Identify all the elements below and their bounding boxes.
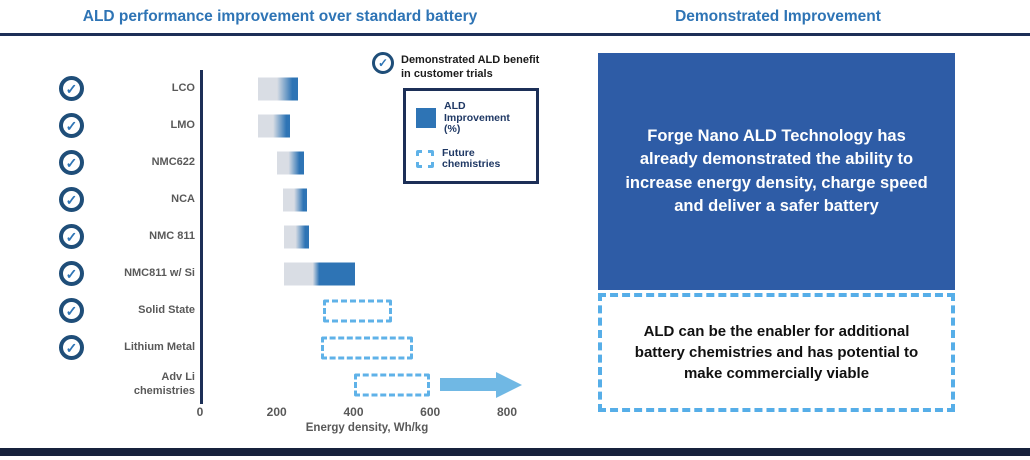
check-circle-icon: ✓: [372, 52, 394, 74]
legend-box: ALD Improvement (%) Future chemistries: [403, 88, 539, 184]
arrow-shaft: [440, 378, 497, 391]
future-potential-box: ALD can be the enabler for additional ba…: [598, 293, 955, 412]
check-circle-icon: ✓: [59, 261, 84, 286]
category-label: LCO: [171, 81, 195, 94]
check-cell: ✓: [0, 261, 84, 286]
category-label: NMC811 w/ Si: [124, 266, 195, 279]
summary-panel-header: Demonstrated Improvement: [560, 0, 1030, 36]
legend-note: ✓ Demonstrated ALD benefit in customer t…: [372, 52, 542, 82]
bar-cell: [200, 144, 530, 181]
category-label: NCA: [171, 192, 195, 205]
x-tick-label: 800: [496, 405, 518, 419]
x-tick-label: 400: [343, 405, 364, 419]
check-cell: ✓: [0, 224, 84, 249]
bar-cell: [200, 292, 530, 329]
bar-nmc622: [276, 151, 304, 174]
check-circle-icon: ✓: [59, 298, 84, 323]
bar-cell: [200, 181, 530, 218]
bar-cell: [200, 107, 530, 144]
check-cell: ✓: [0, 150, 84, 175]
bar-cell: [200, 329, 530, 366]
bar-nmc811-w-si: [284, 262, 356, 285]
check-cell: ✓: [0, 187, 84, 212]
bar-cell: [200, 366, 530, 403]
chart-title: ALD performance improvement over standar…: [82, 8, 478, 25]
bar-cell: [200, 255, 530, 292]
check-circle-icon: ✓: [59, 187, 84, 212]
x-tick-label: 0: [196, 405, 204, 419]
chart-panel-header: ALD performance improvement over standar…: [0, 0, 560, 36]
chart-row-solid-state: ✓ Solid State: [0, 292, 560, 329]
arrow-head: [496, 371, 523, 398]
chart-row-adv-li-chemistries: Adv Li chemistries: [0, 366, 560, 403]
check-circle-icon: ✓: [59, 335, 84, 360]
dashed-outline-swatch-icon: [416, 150, 434, 169]
category-label: NMC622: [151, 155, 195, 168]
chart-row-nmc-811: ✓ NMC 811: [0, 218, 560, 255]
legend-item-label: Future chemistries: [442, 146, 501, 171]
check-circle-icon: ✓: [59, 224, 84, 249]
x-axis-ticks: 0 200 400 600 800: [196, 403, 534, 419]
summary-panel: Demonstrated Improvement Forge Nano ALD …: [560, 0, 1030, 448]
bar-chart: ✓ LCO ✓ LMO ✓ NMC622 ✓ NCA ✓ NMC 811 ✓ NMC811 w/ Si…: [0, 36, 560, 404]
legend-note-text: Demonstrated ALD benefit in customer tri…: [401, 54, 540, 81]
chart-row-nmc622: ✓ NMC622: [0, 144, 560, 181]
bottom-accent-bar: [0, 448, 1030, 456]
category-label: LMO: [170, 118, 195, 131]
chart-row-lmo: ✓ LMO: [0, 107, 560, 144]
right-arrow-icon: [440, 371, 523, 398]
summary-title: Demonstrated Improvement: [675, 8, 881, 25]
y-axis-line: [200, 70, 203, 404]
x-tick-label: 600: [420, 405, 441, 419]
category-label: Lithium Metal: [124, 340, 195, 353]
category-label: Adv Li chemistries: [133, 371, 195, 397]
chart-row-nmc811-w-si: ✓ NMC811 w/ Si: [0, 255, 560, 292]
chart-row-nca: ✓ NCA: [0, 181, 560, 218]
bar-lmo: [257, 114, 291, 137]
chart-panel: ALD performance improvement over standar…: [0, 0, 560, 434]
category-label: Solid State: [138, 303, 195, 316]
check-circle-icon: ✓: [59, 150, 84, 175]
check-cell: ✓: [0, 113, 84, 138]
demonstrated-improvement-box: Forge Nano ALD Technology has already de…: [598, 53, 955, 290]
bar-nca: [282, 188, 308, 211]
bar-lco: [257, 77, 298, 100]
check-cell: ✓: [0, 298, 84, 323]
bar-nmc-811: [284, 225, 310, 248]
category-label: NMC 811: [149, 229, 195, 242]
bar-solid-state: [322, 299, 392, 322]
legend-item-future-chemistries: Future chemistries: [416, 146, 526, 171]
check-cell: ✓: [0, 335, 84, 360]
summary-content: Forge Nano ALD Technology has already de…: [598, 53, 955, 412]
solid-blue-swatch-icon: [416, 108, 436, 129]
future-potential-text: ALD can be the enabler for additional ba…: [634, 323, 919, 382]
legend-item-ald-improvement: ALD Improvement (%): [416, 100, 526, 136]
bar-cell: [200, 70, 530, 107]
chart-row-lithium-metal: ✓ Lithium Metal: [0, 329, 560, 366]
legend-item-label: ALD Improvement (%): [444, 100, 510, 136]
chart-row-lco: ✓ LCO: [0, 70, 560, 107]
chart-rows: ✓ LCO ✓ LMO ✓ NMC622 ✓ NCA ✓ NMC 811 ✓ NMC811 w/ Si…: [0, 36, 560, 403]
bar-cell: [200, 218, 530, 255]
check-circle-icon: ✓: [59, 113, 84, 138]
bar-adv-li-chemistries: [353, 373, 431, 396]
x-tick-label: 200: [266, 405, 287, 419]
check-circle-icon: ✓: [59, 76, 84, 101]
x-axis-title: Energy density, Wh/kg: [305, 422, 429, 434]
check-cell: ✓: [0, 76, 84, 101]
demonstrated-improvement-text: Forge Nano ALD Technology has already de…: [625, 126, 928, 215]
bar-lithium-metal: [320, 336, 413, 359]
